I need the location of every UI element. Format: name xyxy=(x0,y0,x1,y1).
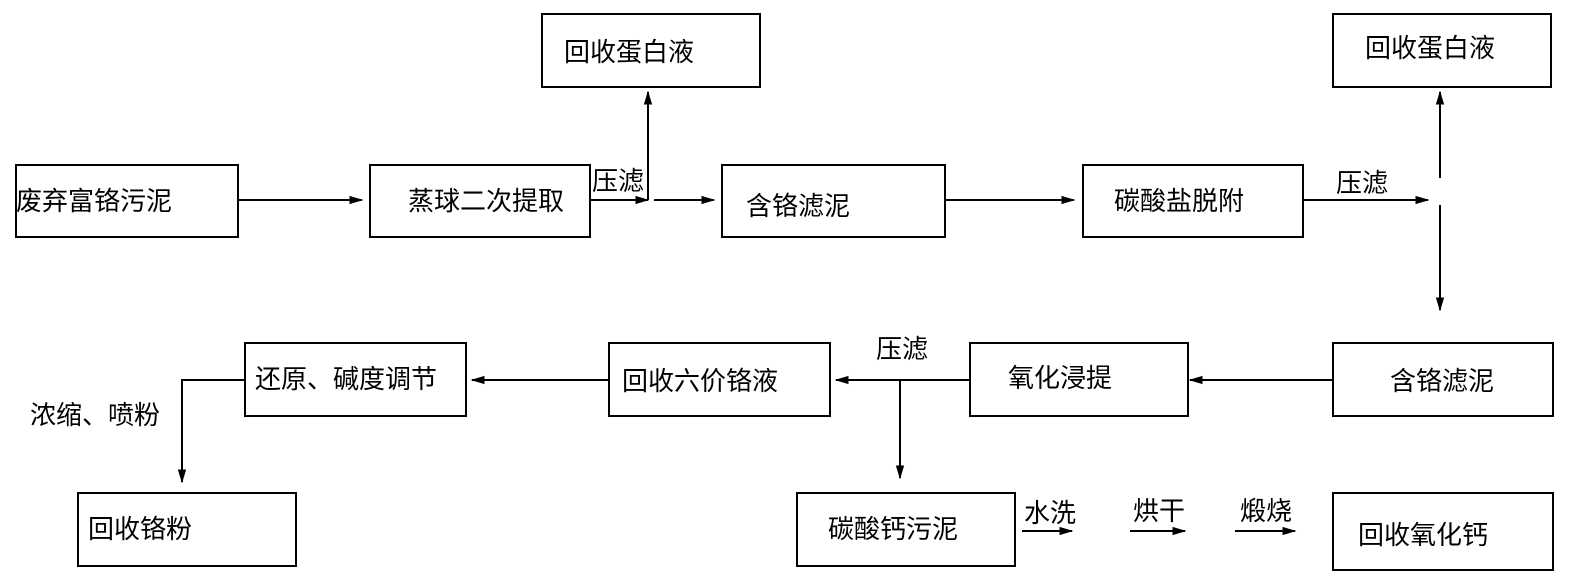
node-chrome-powder: 回收铬粉 xyxy=(77,492,297,567)
node-calcium-oxide-label: 回收氧化钙 xyxy=(1358,521,1488,551)
node-calcium-oxide: 回收氧化钙 xyxy=(1332,492,1554,571)
node-protein-top-left: 回收蛋白液 xyxy=(541,13,761,88)
node-secondary-extract-label: 蒸球二次提取 xyxy=(408,187,564,217)
node-chrome-cake-2-label: 含铬滤泥 xyxy=(1390,367,1494,397)
node-waste-sludge-label: 废弃富铬污泥 xyxy=(16,187,172,217)
node-oxidative-leach: 氧化浸提 xyxy=(969,342,1189,417)
node-protein-top-right: 回收蛋白液 xyxy=(1332,13,1552,88)
node-protein-top-left-label: 回收蛋白液 xyxy=(564,38,694,68)
label-press-filter-3: 压滤 xyxy=(876,335,928,365)
label-drying: 烘干 xyxy=(1133,497,1185,527)
node-protein-top-right-label: 回收蛋白液 xyxy=(1365,34,1495,64)
node-carbonate-desorb: 碳酸盐脱附 xyxy=(1082,164,1304,238)
node-calcium-sludge-label: 碳酸钙污泥 xyxy=(828,515,958,545)
label-concentrate-spray: 浓缩、喷粉 xyxy=(30,401,160,431)
node-waste-sludge: 废弃富铬污泥 xyxy=(15,164,239,238)
node-chrome-powder-label: 回收铬粉 xyxy=(88,515,192,545)
node-secondary-extract: 蒸球二次提取 xyxy=(369,164,591,238)
connectors xyxy=(177,90,1445,536)
label-calcining: 煅烧 xyxy=(1240,497,1292,527)
node-calcium-sludge: 碳酸钙污泥 xyxy=(796,492,1016,567)
node-reduce-adjust-label: 还原、碱度调节 xyxy=(255,365,437,395)
node-chrome-cake-1: 含铬滤泥 xyxy=(721,164,946,238)
node-hexavalent-liquor-label: 回收六价铬液 xyxy=(622,367,778,397)
label-press-filter-1: 压滤 xyxy=(592,167,644,197)
node-carbonate-desorb-label: 碳酸盐脱附 xyxy=(1114,187,1244,217)
label-water-wash: 水洗 xyxy=(1024,499,1076,529)
node-reduce-adjust: 还原、碱度调节 xyxy=(244,342,467,417)
label-press-filter-2: 压滤 xyxy=(1336,169,1388,199)
arrow-reduce-to-powder xyxy=(177,379,245,484)
node-oxidative-leach-label: 氧化浸提 xyxy=(1008,364,1112,394)
node-chrome-cake-1-label: 含铬滤泥 xyxy=(746,192,850,222)
node-chrome-cake-2: 含铬滤泥 xyxy=(1332,342,1554,417)
node-hexavalent-liquor: 回收六价铬液 xyxy=(608,342,831,417)
